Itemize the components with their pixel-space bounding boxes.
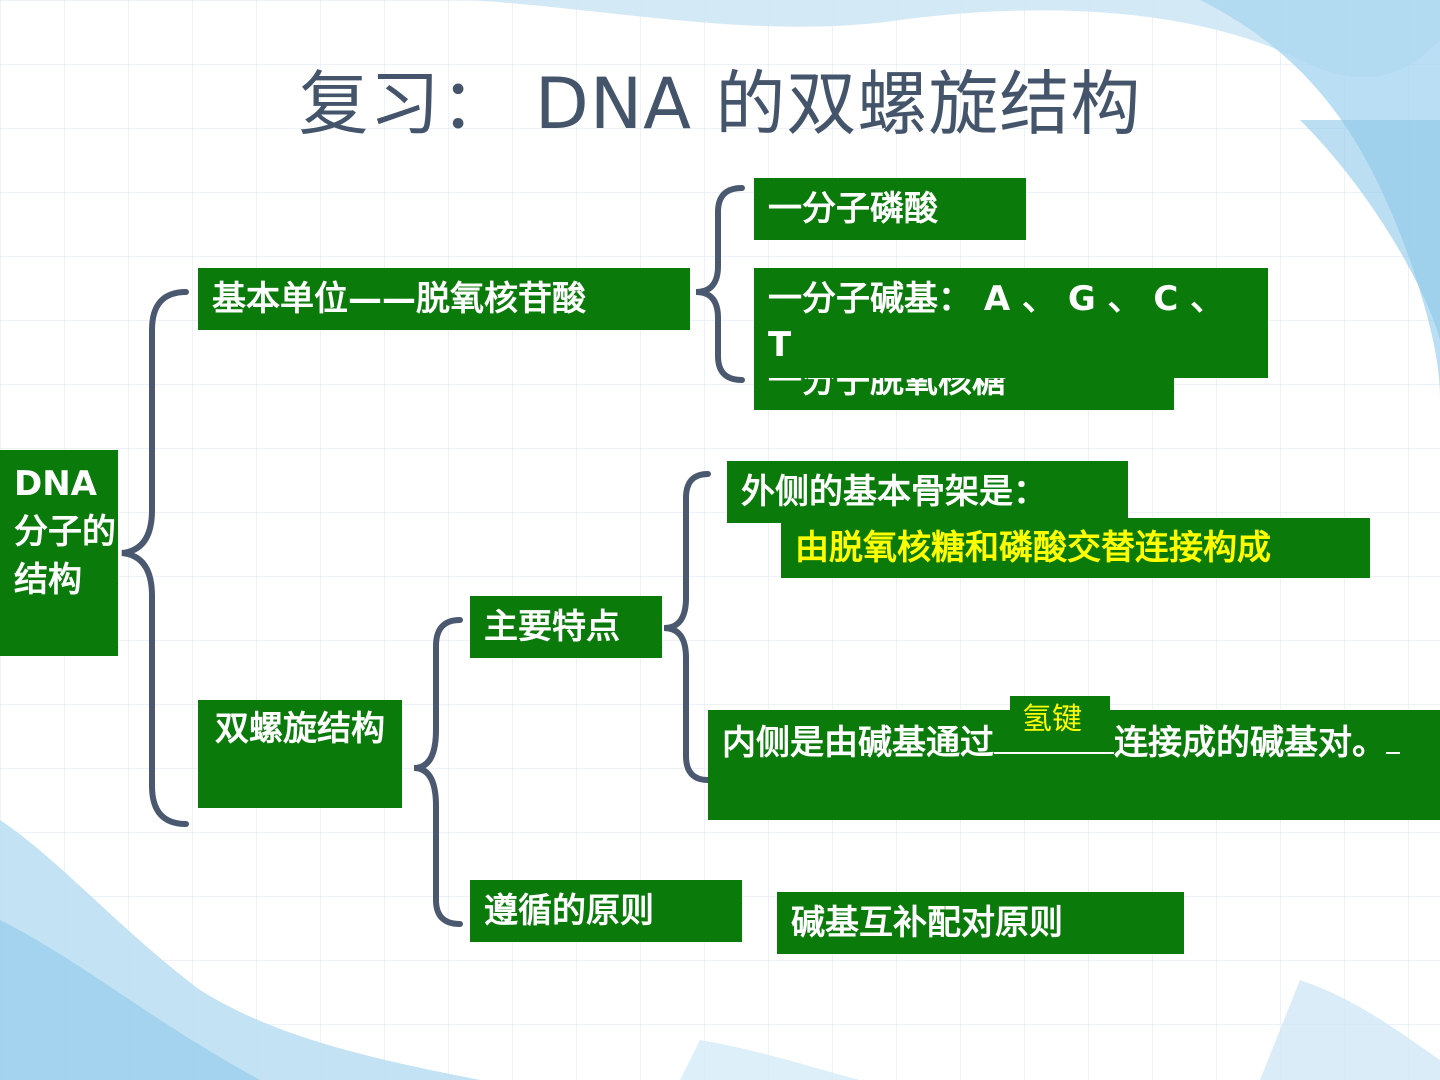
main-features-label: 主要特点: [484, 607, 620, 647]
basic-unit-node: 基本单位——脱氧核苷酸: [198, 268, 690, 330]
inner-answer-node: 氢键: [1010, 696, 1110, 746]
page-title: 复习： DNA 的双螺旋结构: [298, 63, 1142, 145]
root-node: DNA 分子的结构: [0, 450, 118, 656]
outer-answer: 由脱氧核糖和磷酸交替连接构成: [795, 528, 1271, 568]
inner-answer: 氢键: [1022, 702, 1082, 737]
inner-node: 内侧是由碱基通过 连接成的碱基对。: [708, 710, 1440, 820]
root-label: DNA 分子的结构: [14, 464, 116, 600]
double-helix-node: 双螺旋结构: [198, 700, 402, 808]
inner-suffix: 连接成的碱基对。: [1114, 723, 1386, 763]
phosphate-node: 一分子磷酸: [754, 178, 1026, 240]
basic-unit-label: 基本单位——脱氧核苷酸: [212, 279, 586, 319]
outer-label: 外侧的基本骨架是：: [741, 472, 1047, 512]
main-features-node: 主要特点: [470, 596, 662, 658]
double-helix-label: 双螺旋结构: [215, 709, 385, 749]
base-label: 一分子碱基： A 、 G 、 C 、 T: [768, 279, 1225, 365]
phosphate-label: 一分子磷酸: [768, 189, 938, 229]
outer-answer-node: 由脱氧核糖和磷酸交替连接构成: [781, 518, 1370, 578]
principle-answer-node: 碱基互补配对原则: [777, 892, 1184, 954]
principle-node: 遵循的原则: [470, 880, 742, 942]
inner-prefix: 内侧是由碱基通过: [722, 723, 994, 763]
base-node: 一分子碱基： A 、 G 、 C 、 T: [754, 268, 1268, 378]
inner-blank: [994, 728, 1114, 754]
principle-label: 遵循的原则: [484, 891, 654, 931]
outer-node: 外侧的基本骨架是：: [727, 461, 1128, 523]
principle-answer: 碱基互补配对原则: [791, 903, 1063, 943]
inner-blank-end: [1386, 730, 1400, 754]
